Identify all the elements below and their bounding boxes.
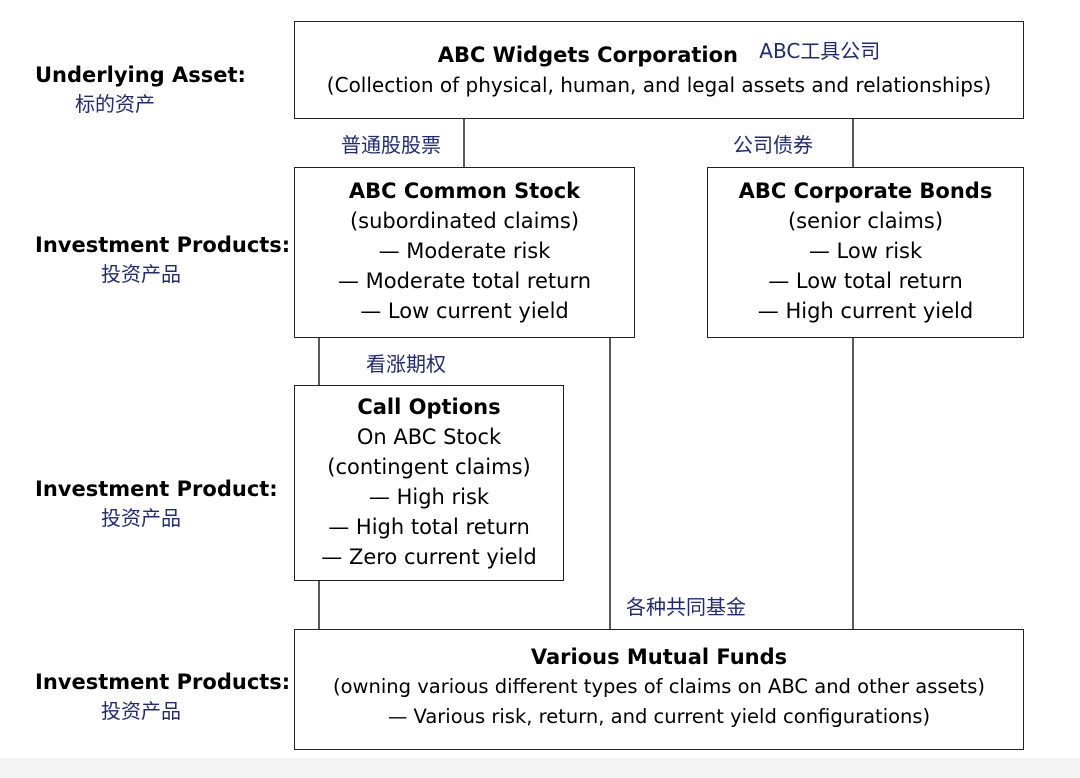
box-line: — Various risk, return, and current yiel… xyxy=(387,705,931,728)
box-line: — High total return xyxy=(328,515,530,539)
side-label-zh: 投资产品 xyxy=(101,699,181,723)
box-line: On ABC Stock xyxy=(356,425,502,449)
box-line: (senior claims) xyxy=(787,209,944,233)
side-label-zh: 投资产品 xyxy=(101,262,181,286)
box-corporate-bonds: ABC Corporate Bonds (senior claims) — Lo… xyxy=(707,167,1024,338)
box-line: — Low current yield xyxy=(360,299,569,323)
box-title: Call Options xyxy=(357,395,501,419)
connector-label-call-options: 看涨期权 xyxy=(366,352,446,376)
box-common-stock: ABC Common Stock (subordinated claims) —… xyxy=(294,167,635,338)
box-line: — Moderate total return xyxy=(337,269,592,293)
box-line: — High current yield xyxy=(757,299,974,323)
box-call-options: Call Options On ABC Stock (contingent cl… xyxy=(294,385,564,581)
side-label-zh: 标的资产 xyxy=(75,92,155,116)
box-line: (contingent claims) xyxy=(327,455,531,479)
side-label-en: Investment Products: xyxy=(35,670,291,694)
box-title: ABC Common Stock xyxy=(348,179,581,203)
box-title-row: ABC Widgets Corporation ABC工具公司 xyxy=(295,39,1023,70)
side-label-en: Underlying Asset: xyxy=(35,63,246,87)
box-line: (Collection of physical, human, and lega… xyxy=(326,73,992,97)
box-line: — Moderate risk xyxy=(378,239,551,263)
box-line: — Zero current yield xyxy=(321,545,537,569)
box-line: (owning various different types of claim… xyxy=(333,675,985,698)
connector-label-corporate-bonds: 公司债券 xyxy=(733,133,813,157)
box-line: — High risk xyxy=(368,485,490,509)
box-title: ABC Corporate Bonds xyxy=(738,179,993,203)
box-mutual-funds: Various Mutual Funds (owning various dif… xyxy=(294,629,1024,750)
side-label-zh: 投资产品 xyxy=(101,506,181,530)
box-title-zh: ABC工具公司 xyxy=(759,39,881,63)
box-line: (subordinated claims) xyxy=(349,209,580,233)
connector-label-common-stock: 普通股股票 xyxy=(341,133,441,157)
box-line: — Low total return xyxy=(768,269,963,293)
side-label-underlying-asset: Underlying Asset: 标的资产 xyxy=(35,61,246,119)
footer-strip xyxy=(0,758,1080,778)
box-title: Various Mutual Funds xyxy=(530,645,788,669)
box-title: ABC Widgets Corporation xyxy=(437,43,738,67)
side-label-en: Investment Products: xyxy=(35,233,291,257)
side-label-investment-products-1: Investment Products: 投资产品 xyxy=(35,231,290,289)
connector-label-mutual-funds: 各种共同基金 xyxy=(626,595,746,619)
box-abc-widgets: ABC Widgets Corporation ABC工具公司 (Collect… xyxy=(294,21,1024,119)
box-line: — Low risk xyxy=(808,239,923,263)
side-label-investment-product: Investment Product: 投资产品 xyxy=(35,475,278,533)
side-label-en: Investment Product: xyxy=(35,477,278,501)
side-label-investment-products-2: Investment Products: 投资产品 xyxy=(35,668,290,726)
